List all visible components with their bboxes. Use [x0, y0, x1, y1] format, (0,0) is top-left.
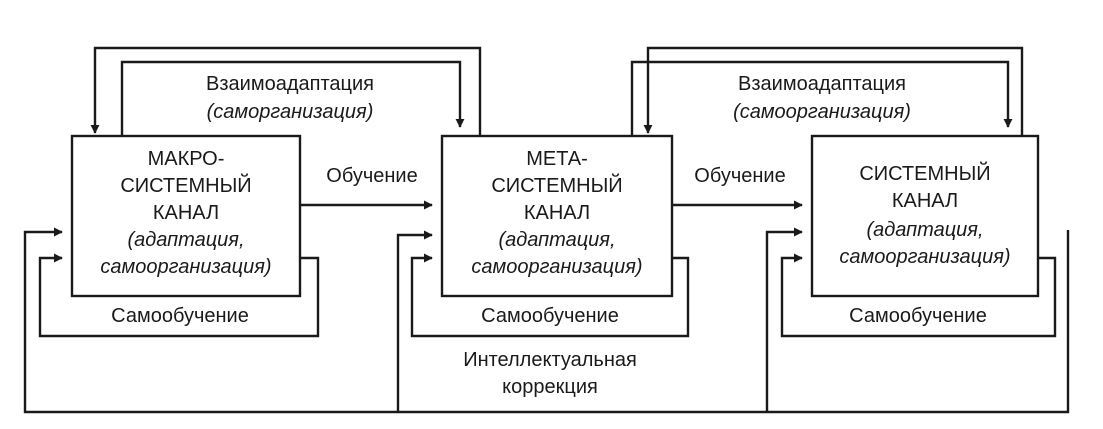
self-learning-label-3: Самообучение: [849, 305, 987, 327]
intellectual-correction-lines: [23, 227, 1070, 414]
meta-sub-2: самоорганизация): [471, 256, 642, 278]
meta-channel-box: [440, 134, 674, 298]
meta-line-3: КАНАЛ: [524, 202, 590, 224]
correction-arrow-to-macro: [23, 227, 1070, 414]
macro-sub-1: (адаптация,: [127, 229, 244, 251]
mutual-adaptation-loop-1: [90, 46, 482, 136]
self-learning-loop-macro: [38, 253, 320, 338]
correction-arrow-to-meta: [396, 230, 433, 412]
mutual-adaptation-sub-1: (саморганизация): [207, 101, 374, 123]
macro-channel-box: [70, 134, 302, 298]
mutual-adaptation-title-1: Взаимоадаптация: [206, 73, 374, 95]
macro-sub-2: самоорганизация): [100, 256, 271, 278]
system-line-2: КАНАЛ: [892, 190, 958, 212]
meta-sub-1: (адаптация,: [498, 229, 615, 251]
mutual-adaptation-sub-2: (самоорганизация): [733, 101, 911, 123]
mutual-adaptation-loop-2: [630, 46, 1024, 136]
learning-label-2: Обучение: [694, 165, 785, 187]
intellectual-correction-line-1: Интеллектуальная: [463, 349, 637, 371]
meta-line-1: МЕТА-: [526, 148, 588, 170]
self-learning-loop-meta: [410, 253, 690, 338]
system-line-1: СИСТЕМНЫЙ: [859, 161, 990, 185]
system-channel-box: [810, 134, 1040, 298]
learning-label-1: Обучение: [326, 165, 417, 187]
intellectual-correction-line-2: коррекция: [502, 376, 598, 398]
macro-line-3: КАНАЛ: [153, 202, 219, 224]
adaptation-arrow-to-system: [630, 60, 1013, 136]
system-sub-1: (адаптация,: [866, 219, 983, 241]
correction-arrow-to-system: [765, 227, 803, 412]
adaptation-arrow-to-meta-2: [643, 46, 1024, 136]
meta-line-2: СИСТЕМНЫЙ: [491, 173, 622, 197]
self-learning-loop-system: [780, 253, 1057, 338]
macro-line-2: СИСТЕМНЫЙ: [120, 173, 251, 197]
self-learning-label-1: Самообучение: [111, 305, 249, 327]
adaptation-arrow-to-meta: [120, 60, 465, 136]
system-sub-2: самоорганизация): [839, 246, 1010, 268]
self-learning-label-2: Самообучение: [481, 305, 619, 327]
macro-line-1: МАКРО-: [148, 148, 225, 170]
mutual-adaptation-title-2: Взаимоадаптация: [738, 73, 906, 95]
adaptation-arrow-to-macro: [90, 46, 482, 136]
self-learning-loops: [38, 253, 1057, 338]
